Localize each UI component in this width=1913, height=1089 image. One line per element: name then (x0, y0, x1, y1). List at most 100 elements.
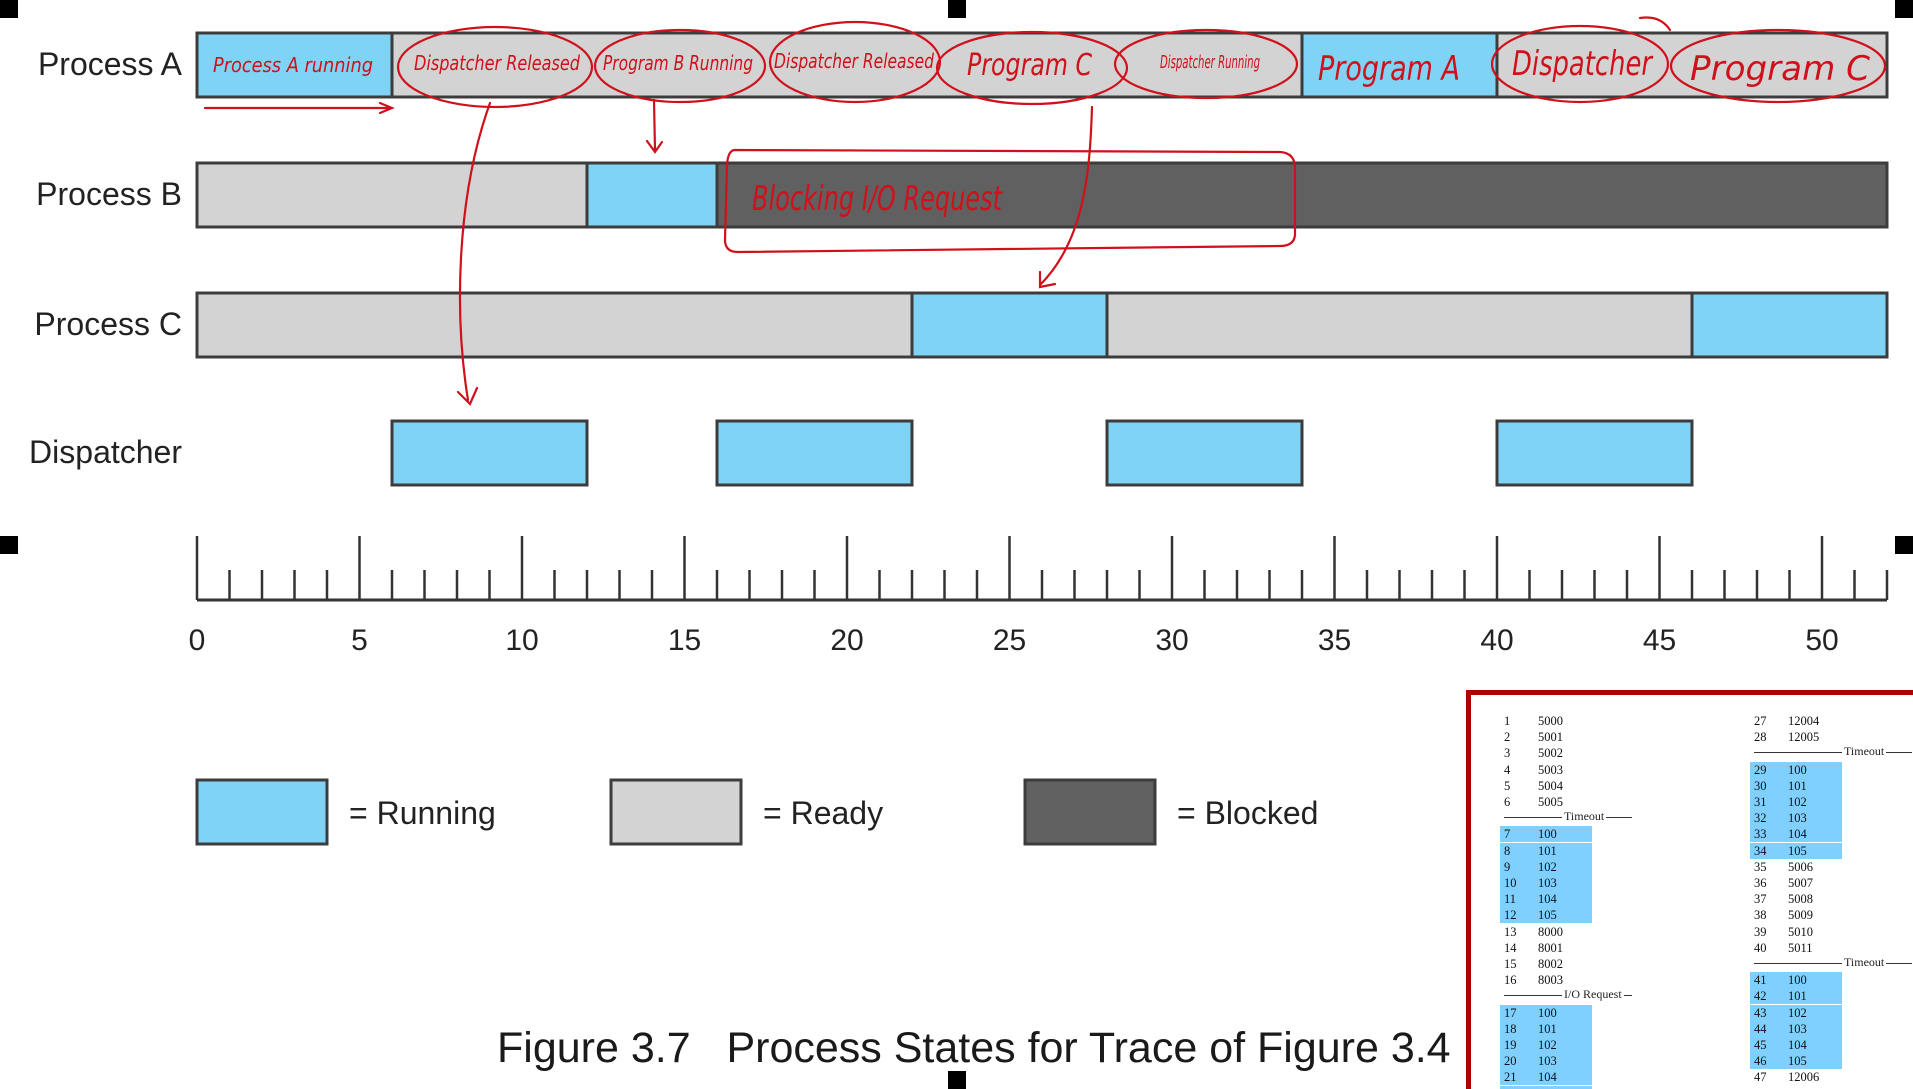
trace-highlight (1750, 810, 1842, 827)
trace-step-number: 29 (1754, 762, 1767, 777)
annotation-ellipse (768, 20, 942, 104)
handwritten-annotations (203, 16, 1887, 406)
trace-step-number: 30 (1754, 778, 1767, 793)
trace-highlight (1750, 794, 1842, 810)
trace-step-number: 46 (1754, 1054, 1767, 1069)
note-dispatcher-running: Dispatcher Running (1160, 52, 1260, 73)
selection-handle[interactable] (948, 0, 966, 18)
annotation-arrow (1038, 105, 1094, 289)
trace-step-number: 4 (1504, 762, 1511, 777)
trace-address: 100 (1788, 973, 1807, 988)
trace-step-number: 37 (1754, 892, 1767, 907)
annotation-ellipse (1490, 24, 1670, 104)
trace-address: 101 (1538, 843, 1557, 858)
trace-step-number: 1 (1504, 714, 1511, 728)
trace-step-number: 9 (1504, 859, 1511, 874)
trace-highlight (1500, 826, 1592, 843)
row-label: Dispatcher (29, 434, 182, 470)
trace-step-number: 48 (1754, 1086, 1788, 1089)
annotation-ellipse (935, 30, 1129, 106)
tick-label: 25 (993, 624, 1026, 657)
trace-address: 105 (1538, 908, 1557, 923)
annotation-ellipse (1113, 28, 1299, 100)
blocking-note-box (723, 148, 1297, 254)
trace-step-number: 34 (1754, 843, 1767, 858)
trace-step-number: 16 (1504, 973, 1517, 988)
trace-step-number: 22 (1504, 1086, 1538, 1089)
trace-highlight (1500, 1020, 1592, 1037)
trace-address: 5001 (1538, 730, 1563, 745)
tick-label: 10 (505, 624, 538, 657)
trace-separator (1754, 752, 1912, 754)
annotation-arrow (456, 101, 492, 406)
legend-swatch-blocked (1023, 778, 1157, 846)
trace-highlight (1750, 777, 1842, 794)
selection-handle[interactable] (948, 1071, 966, 1089)
legend-label-blocked: = Blocked (1177, 795, 1318, 831)
annotation-stroke (1638, 16, 1672, 32)
trace-address: 102 (1538, 859, 1557, 874)
trace-address: 101 (1788, 778, 1807, 793)
trace-address: 102 (1788, 1005, 1807, 1020)
trace-event-label: Timeout (1842, 955, 1887, 970)
selection-handle[interactable] (1895, 0, 1913, 18)
selection-handle[interactable] (0, 0, 18, 18)
trace-step-number: 3 (1504, 746, 1511, 761)
trace-address: 5006 (1788, 859, 1813, 874)
trace-step-number: 11 (1504, 892, 1517, 907)
note-dispatcher-released-1: Dispatcher Released (414, 51, 580, 75)
trace-address: 104 (1538, 892, 1557, 907)
trace-step-number: 13 (1504, 924, 1517, 939)
state-segment-running (585, 161, 719, 229)
trace-highlight (1500, 858, 1592, 875)
annotation-ellipse (396, 25, 594, 109)
trace-highlight (1500, 891, 1592, 908)
trace-address: 101 (1538, 1021, 1557, 1036)
note-program-a: Program A (1318, 49, 1460, 89)
trace-step-number: 42 (1754, 989, 1767, 1004)
trace-step-number: 36 (1754, 876, 1767, 890)
selection-handle[interactable] (0, 536, 18, 554)
state-segment-running (1300, 31, 1499, 99)
trace-step-number: 18 (1504, 1021, 1517, 1036)
state-segment-ready (195, 161, 589, 229)
trace-step-number: 45 (1754, 1038, 1767, 1052)
state-segment-running (1105, 419, 1304, 487)
trace-entry: 9 102 (1504, 859, 1557, 875)
state-segment-blocked (715, 161, 1889, 229)
trace-step-number: 8 (1504, 843, 1511, 858)
trace-address: 104 (1788, 827, 1807, 842)
tick-label: 20 (830, 624, 863, 657)
trace-step-number: 6 (1504, 795, 1511, 809)
trace-address: 5004 (1538, 778, 1563, 793)
trace-address: 8003 (1538, 973, 1563, 988)
state-segment-running (1690, 291, 1889, 359)
annotation-texts: Process A running Dispatcher Released Pr… (213, 44, 1870, 219)
legend-swatch-running (195, 778, 329, 846)
note-program-c-1: Program C (967, 48, 1092, 83)
trace-highlight (1500, 1004, 1592, 1021)
trace-step-number: 21 (1504, 1070, 1517, 1085)
trace-entry: 16 8003 (1504, 972, 1563, 988)
selection-handle[interactable] (1895, 536, 1913, 554)
trace-address: 100 (1788, 762, 1807, 777)
trace-step-number: 7 (1504, 827, 1511, 842)
trace-address: 12007 (1788, 1087, 1819, 1089)
figure-caption: Figure 3.7 Process States for Trace of F… (497, 1024, 1451, 1072)
